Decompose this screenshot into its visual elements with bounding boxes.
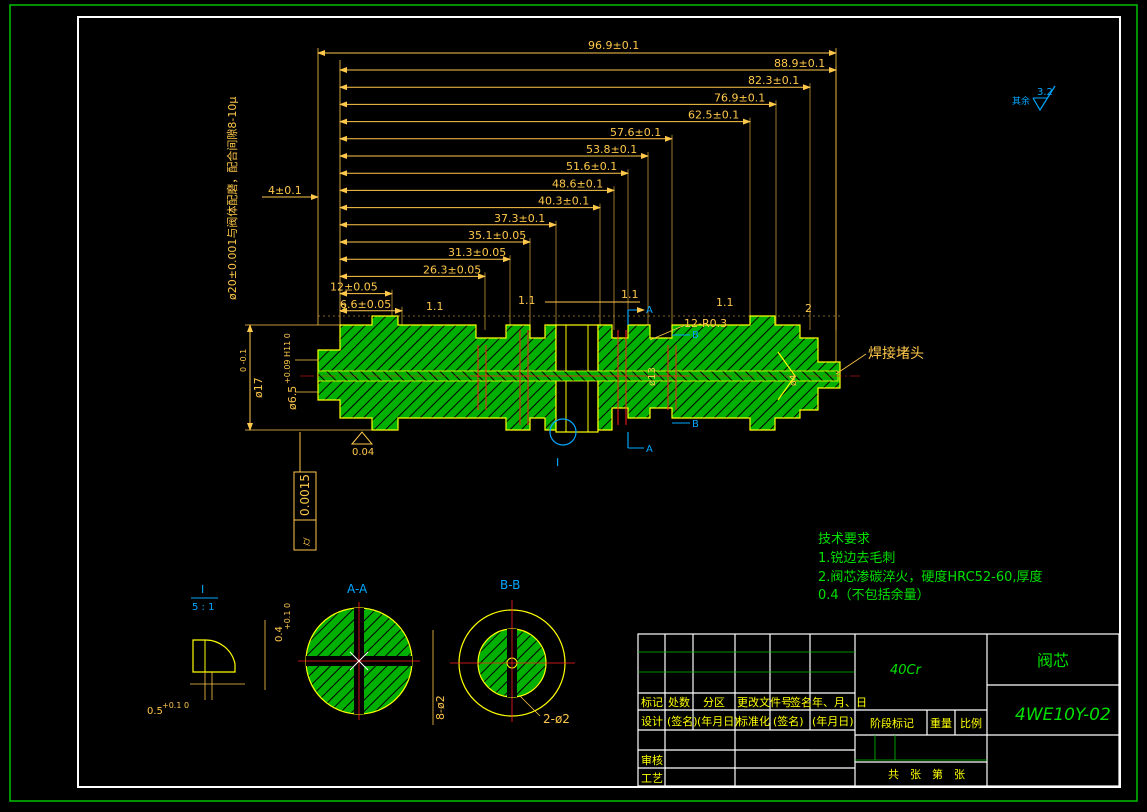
svg-text:A-A: A-A [347, 582, 368, 596]
svg-text:更改文件号: 更改文件号 [737, 695, 792, 709]
dim-chain-label-10: 35.1±0.05 [468, 229, 526, 242]
svg-text:I: I [201, 583, 204, 596]
svg-text:重量: 重量 [930, 716, 952, 730]
svg-text:2.阀芯渗碳淬火，硬度HRC52-60,厚度: 2.阀芯渗碳淬火，硬度HRC52-60,厚度 [818, 569, 1043, 585]
svg-text:(年月日): (年月日) [697, 714, 739, 728]
title-block [637, 633, 1120, 787]
marker-a-bottom: A [646, 444, 653, 455]
svg-text:阶段标记: 阶段标记 [870, 716, 914, 730]
marker-b-top: B [692, 330, 699, 341]
svg-text:签名: 签名 [790, 695, 812, 709]
dim-chain-label-4: 57.6±0.1 [610, 126, 661, 139]
material-label: 40Cr [890, 663, 923, 678]
svg-text:设计: 设计 [641, 715, 663, 728]
dim-chain-label-9: 37.3±0.1 [494, 212, 545, 225]
dia-17-tol: 0 -0.1 [239, 349, 248, 372]
dim-chain-label-11: 31.3±0.05 [448, 246, 506, 259]
dia-17-label: ø17 [252, 377, 265, 398]
dia-4-label: ø4 [789, 374, 799, 386]
detail-marker: I [556, 456, 559, 469]
dia-6-5-label: ø6.5 [286, 386, 299, 410]
svg-text:+0.1 0: +0.1 0 [162, 701, 189, 710]
surface-roughness: 其余 3.2 [1012, 85, 1056, 112]
svg-text:技术要求: 技术要求 [818, 532, 870, 547]
dim-chain-label-5: 53.8±0.1 [586, 143, 637, 156]
dim-2-right: 2 [805, 302, 812, 315]
dia-13-label: ø13 [647, 367, 658, 386]
svg-text:其余: 其余 [1012, 95, 1030, 107]
svg-text:审核: 审核 [641, 753, 663, 767]
detail-view-i: I 5 : 1 0.5 +0.1 0 0.4 +0.1 0 [147, 583, 292, 717]
section-markers: A A B B I [556, 305, 699, 469]
dim-chain-label-0: 88.9±0.1 [774, 57, 825, 70]
svg-text:(年月日): (年月日) [812, 714, 854, 728]
section-a-a: A-A 8-ø2 [298, 582, 447, 725]
drawing-frame [77, 16, 1121, 788]
dim-1-1-b: 1.1 [518, 294, 536, 307]
dim-chain-label-14: 6.6±0.05 [340, 298, 391, 311]
section-b-b: B-B 2-ø2 [450, 578, 575, 726]
svg-text:年、月、日: 年、月、日 [812, 695, 867, 709]
drawing-number: 4WE10Y-02 [1015, 705, 1111, 725]
svg-text:3.2: 3.2 [1037, 87, 1053, 98]
flatness-icon: ⌭ [299, 537, 313, 546]
dim-chain-label-7: 48.6±0.1 [552, 177, 603, 190]
technical-requirements: 技术要求 1.锐边去毛刺 2.阀芯渗碳淬火，硬度HRC52-60,厚度 0.4（… [818, 532, 1043, 603]
dia-6-5-tol: +0.09 H11 0 [283, 333, 292, 384]
svg-text:处数: 处数 [668, 696, 690, 709]
dim-1-1-a: 1.1 [426, 300, 444, 313]
svg-text:标记: 标记 [641, 695, 663, 709]
dim-chain-label-6: 51.6±0.1 [566, 160, 617, 173]
weld-label: 焊接堵头 [868, 345, 924, 362]
dim-overall-label: 96.9±0.1 [588, 39, 639, 52]
svg-text:8-ø2: 8-ø2 [434, 695, 447, 720]
dim-chain-label-3: 62.5±0.1 [688, 109, 739, 122]
outer-border [9, 4, 1138, 802]
valve-spool-section [300, 315, 860, 446]
dim-chain-label-8: 40.3±0.1 [538, 195, 589, 208]
svg-text:5 : 1: 5 : 1 [192, 602, 214, 613]
svg-text:比例: 比例 [960, 716, 982, 730]
svg-text:共 张 第 张: 共 张 第 张 [888, 767, 965, 781]
vertical-fit-note: ø20±0.001与阀体配磨，配合间隙8-10μ [225, 97, 239, 300]
dim-1-1-d: 1.1 [716, 296, 734, 309]
svg-text:+0.1 0: +0.1 0 [283, 603, 292, 630]
svg-text:工艺: 工艺 [641, 772, 663, 785]
dim-4-label: 4±0.1 [268, 184, 302, 197]
dim-2-left: 2 [340, 302, 347, 315]
svg-text:(签名): (签名) [773, 714, 804, 728]
dim-1-1-c: 1.1 [621, 288, 639, 301]
svg-text:分区: 分区 [703, 696, 725, 709]
dimension-chain: 96.9±0.1 88.9±0.1 82.3±0.1 76.9±0.1 62.5±0.1… [317, 39, 837, 362]
svg-text:2-ø2: 2-ø2 [543, 712, 570, 726]
svg-text:标准化: 标准化 [737, 714, 770, 728]
svg-text:1.锐边去毛刺: 1.锐边去毛刺 [818, 551, 895, 566]
title-block-text: 标记 处数 分区 更改文件号 签名 年、月、日 设计 (签名) (年月日) 标准… [641, 695, 982, 785]
svg-text:0.4（不包括余量）: 0.4（不包括余量） [818, 587, 930, 603]
svg-text:0.5: 0.5 [147, 706, 163, 717]
flatness-value: 0.0015 [298, 474, 312, 516]
part-name: 阀芯 [1037, 651, 1069, 670]
marker-b-bottom: B [692, 419, 699, 430]
dim-chain-label-12: 26.3±0.05 [423, 263, 481, 276]
flatness-frame [293, 471, 317, 551]
dim-chain-label-13: 12±0.05 [330, 281, 378, 294]
svg-text:(签名): (签名) [667, 714, 698, 728]
marker-a-top: A [646, 305, 653, 316]
datum-value: 0.04 [352, 447, 374, 458]
radius-label: 12-R0.3 [684, 317, 727, 330]
dim-chain-label-2: 76.9±0.1 [714, 91, 765, 104]
dim-chain-label-1: 82.3±0.1 [748, 74, 799, 87]
svg-text:B-B: B-B [500, 578, 520, 592]
svg-text:0.4: 0.4 [274, 626, 285, 642]
